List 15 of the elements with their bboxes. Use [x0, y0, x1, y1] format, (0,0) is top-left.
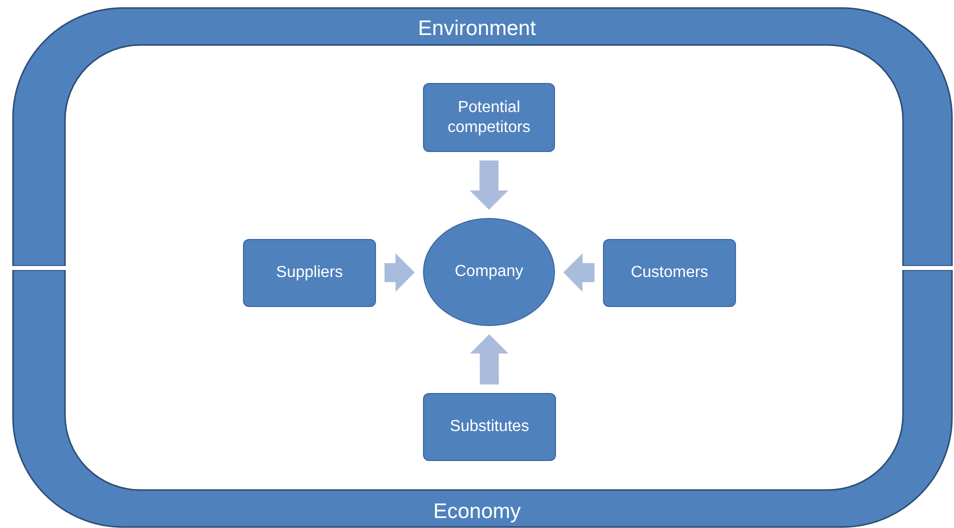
node-label: Potential competitors [446, 98, 532, 138]
block-arrow [384, 253, 415, 292]
process-box [243, 239, 376, 307]
block-arrow [470, 160, 508, 210]
band-label: Economy [433, 501, 521, 522]
process-box [423, 83, 555, 152]
block-arrow [470, 334, 508, 385]
process-box [603, 239, 736, 307]
node-label: Substitutes [450, 417, 530, 437]
node-label: Company [454, 262, 524, 282]
node-label: Suppliers [276, 263, 343, 283]
block-arrow [563, 253, 595, 292]
band-label: Environment [418, 18, 536, 39]
node-label: Customers [630, 263, 708, 283]
process-box [423, 393, 556, 461]
